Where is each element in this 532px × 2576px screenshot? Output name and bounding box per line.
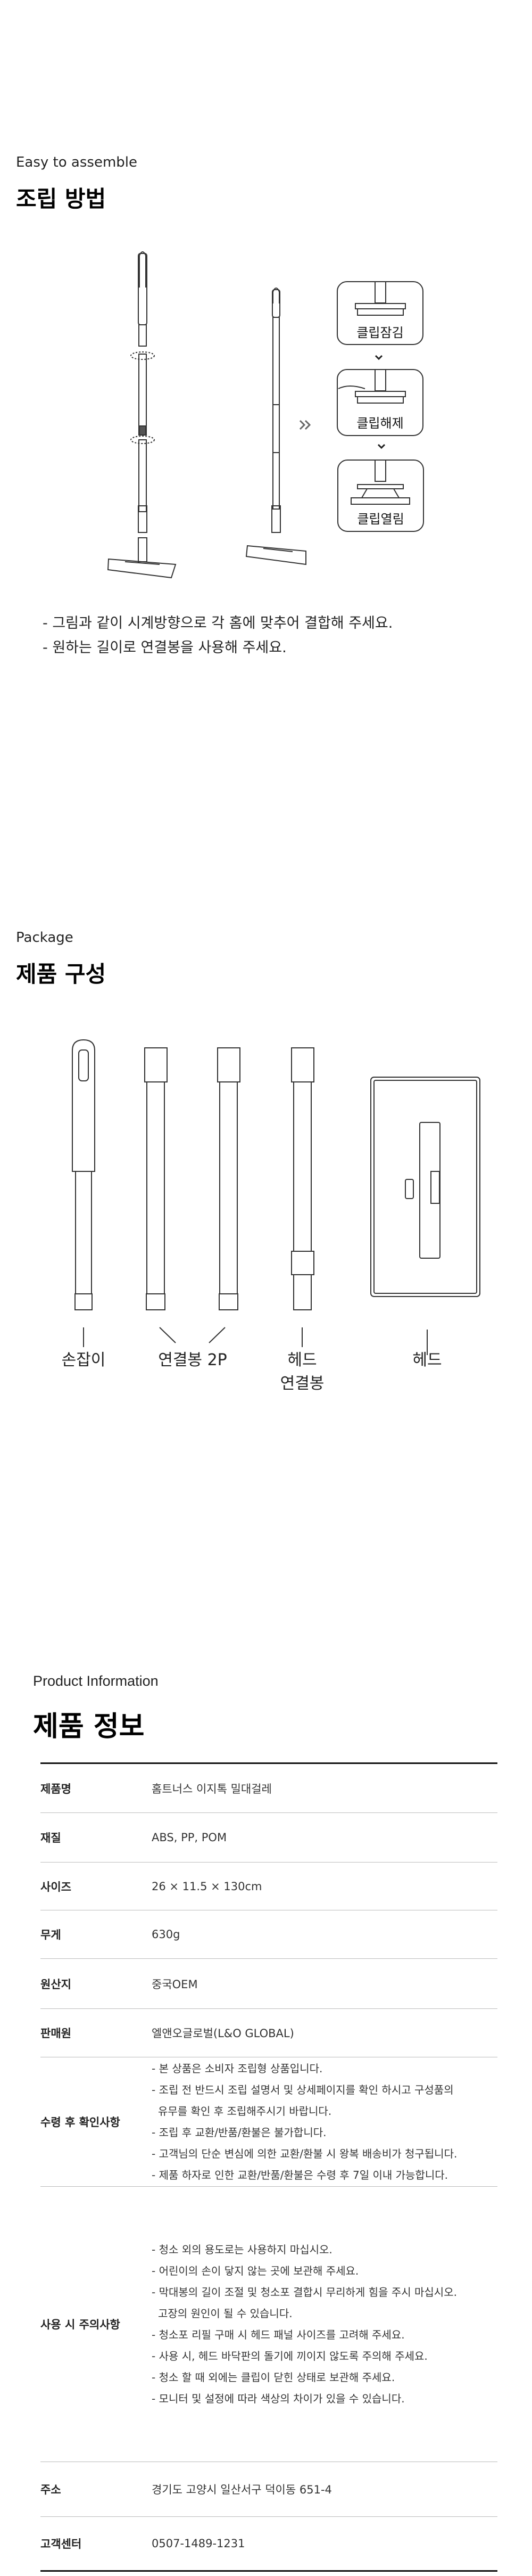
table-row: 원산지 중국OEM [40,1959,497,2009]
assemble-eyebrow: Easy to assemble [16,154,137,170]
row-value: 0507-1489-1231 [152,2537,245,2550]
caution-line: - 어린이의 손이 닿지 않는 곳에 보관해 주세요. [152,2265,359,2277]
package-item-label: 손잡이 [61,1351,106,1369]
table-row: 사용 시 주의사항 - 청소 외의 용도로는 사용하지 마십시오. - 어린이의… [40,2187,497,2462]
row-value: 경기도 고양시 일산서구 덕이동 651-4 [152,2483,332,2496]
clip-step-boxes [337,281,424,532]
caution-line: - 청소포 리필 구매 시 헤드 패널 사이즈를 고려해 주세요. [152,2328,405,2341]
clip-step-label: 클립열림 [357,512,404,527]
caution-line: - 청소 외의 용도로는 사용하지 마십시오. [152,2243,332,2256]
row-key: 판매원 [40,2027,71,2040]
assembled-mop-drawing [245,288,306,565]
table-row: 수령 후 확인사항 - 본 상품은 소비자 조립형 상품입니다. - 조립 전 … [40,2057,497,2187]
row-value: 중국OEM [152,1978,198,1991]
package-item-label: 연결봉 2P [158,1351,227,1369]
table-row: 판매원 엘앤오글로벌(L&O GLOBAL) [40,2009,497,2057]
clip-step-label: 클립해제 [356,416,404,431]
row-value: 홈트너스 이지톡 밀대걸레 [152,1782,272,1795]
instruction-line: - 원하는 길이로 연결봉을 사용해 주세요. [43,639,287,656]
table-row: 주소 경기도 고양시 일산서구 덕이동 651-4 [40,2462,497,2517]
package-illustration [72,1039,480,1355]
row-key: 무게 [40,1929,61,1941]
row-key: 제품명 [40,1782,71,1795]
assembly-illustration [107,251,424,579]
caution-line: - 막대봉의 길이 조절 및 청소포 결합시 무리하게 힘을 주시 마십시오. [152,2286,457,2299]
check-line: - 조립 후 교환/반품/환불은 불가합니다. [152,2126,327,2139]
double-chevron-right-icon [299,420,311,430]
package-item-label: 헤드 [287,1351,317,1369]
check-line: 유무를 확인 후 조립해주시기 바랍니다. [158,2105,332,2118]
assemble-title: 조립 방법 [16,186,106,212]
instruction-line: - 그림과 같이 시계방향으로 각 홈에 맞추어 결합해 주세요. [43,615,393,631]
row-key: 수령 후 확인사항 [40,2116,120,2129]
clip-step-label: 클립잠김 [356,325,404,340]
check-line: - 제품 하자로 인한 교환/반품/환불은 수령 후 7일 이내 가능합니다. [152,2169,448,2181]
table-row: 재질 ABS, PP, POM [40,1813,497,1863]
rod-drawing [144,1047,240,1343]
row-key: 원산지 [40,1978,71,1991]
head-drawing [370,1077,480,1355]
table-row: 고객센터 0507-1489-1231 [40,2517,497,2570]
chevron-down-icon [375,355,386,449]
row-value: 26 × 11.5 × 130cm [152,1880,262,1893]
check-line: - 조립 전 반드시 조립 설명서 및 상세페이지를 확인 하시고 구성품의 [152,2083,454,2096]
package-eyebrow: Package [16,930,73,946]
row-value: 엘앤오글로벌(L&O GLOBAL) [152,2027,294,2040]
table-row: 제품명 홈트너스 이지톡 밀대걸레 [40,1764,497,1813]
row-key: 사이즈 [40,1880,71,1893]
row-key: 주소 [40,2483,61,2496]
disassembled-mop-drawing [107,251,177,579]
row-key: 재질 [40,1832,61,1844]
package-item-label: 헤드 [412,1351,442,1369]
row-value: 630g [152,1928,180,1941]
row-key: 사용 시 주의사항 [40,2318,120,2331]
check-line: - 고객님의 단순 변심에 의한 교환/환불 시 왕복 배송비가 청구됩니다. [152,2147,458,2160]
table-row: 사이즈 26 × 11.5 × 130cm [40,1863,497,1910]
caution-line: 고장의 원인이 될 수 있습니다. [158,2307,293,2320]
product-info-table: 제품명 홈트너스 이지톡 밀대걸레 재질 ABS, PP, POM 사이즈 26 × … [40,1762,497,2572]
check-line: - 본 상품은 소비자 조립형 상품입니다. [152,2062,323,2075]
table-row: 무게 630g [40,1910,497,1959]
package-item-label-line2: 연결봉 [280,1374,325,1393]
caution-line: - 사용 시, 헤드 바닥판의 돌기에 끼이지 않도록 주의해 주세요. [152,2350,428,2362]
caution-line: - 청소 할 때 외에는 클립이 닫힌 상태로 보관해 주세요. [152,2371,395,2384]
caution-line: - 모니터 및 설정에 따라 색상의 차이가 있을 수 있습니다. [152,2392,405,2405]
head-connector-drawing [291,1047,314,1347]
row-value: ABS, PP, POM [152,1831,227,1844]
handle-drawing [72,1039,95,1347]
package-title: 제품 구성 [16,961,106,987]
info-title: 제품 정보 [33,1711,145,1743]
info-eyebrow: Product Information [33,1673,159,1689]
row-key: 고객센터 [40,2538,82,2550]
